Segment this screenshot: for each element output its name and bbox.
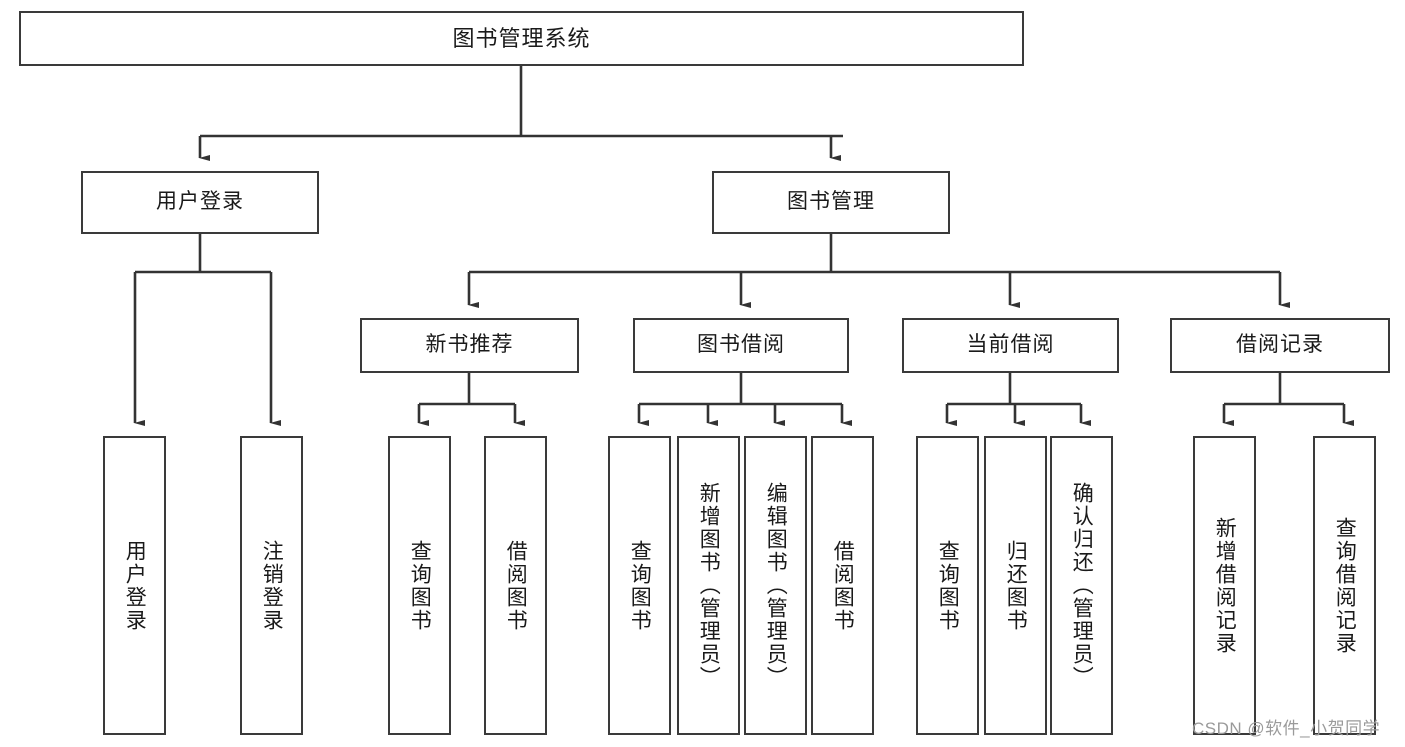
node-new-book-recommend[interactable]: 新书推荐 [360, 318, 579, 373]
node-leaf-user-logout[interactable]: 注销登录 [240, 436, 303, 735]
node-leaf-query-borrow-record[interactable]: 查询借阅记录 [1313, 436, 1376, 735]
node-leaf-query-borrow-record-label: 查询借阅记录 [1333, 516, 1357, 655]
node-current-borrow-label: 当前借阅 [966, 333, 1055, 357]
node-leaf-user-logout-label: 注销登录 [260, 539, 284, 632]
watermark-text: CSDN @软件_小贺同学 [1192, 719, 1381, 738]
node-leaf-borrow-book-1[interactable]: 借阅图书 [484, 436, 547, 735]
node-root-system[interactable]: 图书管理系统 [19, 11, 1024, 66]
node-leaf-add-book[interactable]: 新增图书（管理员） [677, 436, 740, 735]
node-leaf-return-book-label: 归还图书 [1004, 539, 1028, 632]
node-root-label: 图书管理系统 [452, 25, 591, 51]
node-leaf-confirm-return[interactable]: 确认归还（管理员） [1050, 436, 1113, 735]
node-leaf-add-borrow-record[interactable]: 新增借阅记录 [1193, 436, 1256, 735]
node-leaf-query-book-3-label: 查询图书 [936, 539, 960, 632]
node-leaf-borrow-book-2-label: 借阅图书 [831, 539, 855, 632]
node-leaf-borrow-book-1-label: 借阅图书 [504, 539, 528, 632]
node-user-login[interactable]: 用户登录 [81, 171, 319, 234]
node-leaf-query-book-1[interactable]: 查询图书 [388, 436, 451, 735]
node-leaf-edit-book[interactable]: 编辑图书（管理员） [744, 436, 807, 735]
node-leaf-add-book-label: 新增图书（管理员） [697, 482, 721, 689]
node-leaf-query-book-2[interactable]: 查询图书 [608, 436, 671, 735]
node-leaf-edit-book-label: 编辑图书（管理员） [764, 482, 788, 689]
node-borrow-record[interactable]: 借阅记录 [1170, 318, 1390, 373]
node-new-book-recommend-label: 新书推荐 [425, 333, 514, 357]
node-leaf-query-book-1-label: 查询图书 [408, 539, 432, 632]
node-book-borrow[interactable]: 图书借阅 [633, 318, 849, 373]
node-user-login-label: 用户登录 [156, 190, 244, 214]
node-borrow-record-label: 借阅记录 [1236, 333, 1324, 357]
node-leaf-query-book-2-label: 查询图书 [628, 539, 652, 632]
node-book-manage[interactable]: 图书管理 [712, 171, 950, 234]
node-book-manage-label: 图书管理 [787, 190, 875, 214]
node-leaf-query-book-3[interactable]: 查询图书 [916, 436, 979, 735]
node-leaf-user-login-label: 用户登录 [123, 539, 147, 632]
node-book-borrow-label: 图书借阅 [697, 333, 785, 357]
node-leaf-confirm-return-label: 确认归还（管理员） [1070, 482, 1094, 689]
node-current-borrow[interactable]: 当前借阅 [902, 318, 1119, 373]
node-leaf-add-borrow-record-label: 新增借阅记录 [1213, 516, 1237, 655]
node-leaf-user-login[interactable]: 用户登录 [103, 436, 166, 735]
node-leaf-borrow-book-2[interactable]: 借阅图书 [811, 436, 874, 735]
node-leaf-return-book[interactable]: 归还图书 [984, 436, 1047, 735]
